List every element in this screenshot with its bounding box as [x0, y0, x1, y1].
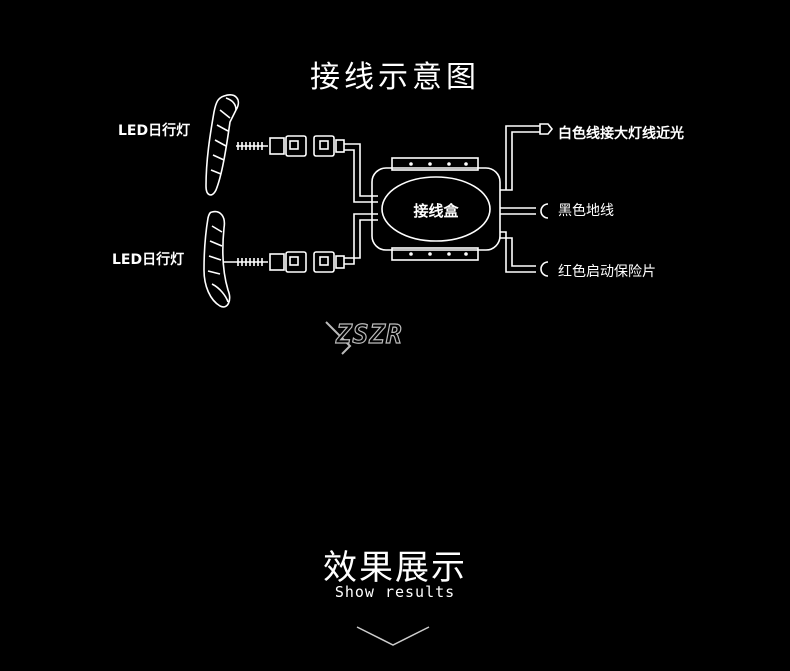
lamp-label-top: LED日行灯 — [118, 123, 191, 139]
junction-box-label: 接线盒 — [413, 202, 459, 220]
terminal-ring-black-icon — [540, 203, 549, 219]
junction-box-icon — [371, 157, 501, 261]
diagram-title: 接线示意图 — [310, 60, 480, 95]
lamp-label-bottom: LED日行灯 — [112, 252, 185, 268]
wire-red — [500, 231, 536, 273]
connector-bottom-icon — [269, 251, 345, 273]
wire-label-red: 红色启动保险片 — [558, 264, 656, 280]
chevron-down-icon — [356, 626, 430, 646]
logo-mark-icon — [325, 321, 352, 355]
connector-top-icon — [269, 135, 345, 157]
section-title: 效果展示 — [323, 548, 467, 588]
terminal-ring-red-icon — [540, 261, 549, 277]
wire-label-white: 白色线接大灯线近光 — [558, 126, 684, 142]
brand-logo: ZSZR — [335, 319, 403, 350]
led-drl-lamp-top-icon — [205, 94, 240, 196]
section-subtitle: Show results — [334, 583, 456, 601]
wire-label-black: 黑色地线 — [558, 203, 614, 219]
terminal-bullet-icon — [539, 123, 554, 135]
led-drl-lamp-bottom-icon — [203, 210, 231, 308]
